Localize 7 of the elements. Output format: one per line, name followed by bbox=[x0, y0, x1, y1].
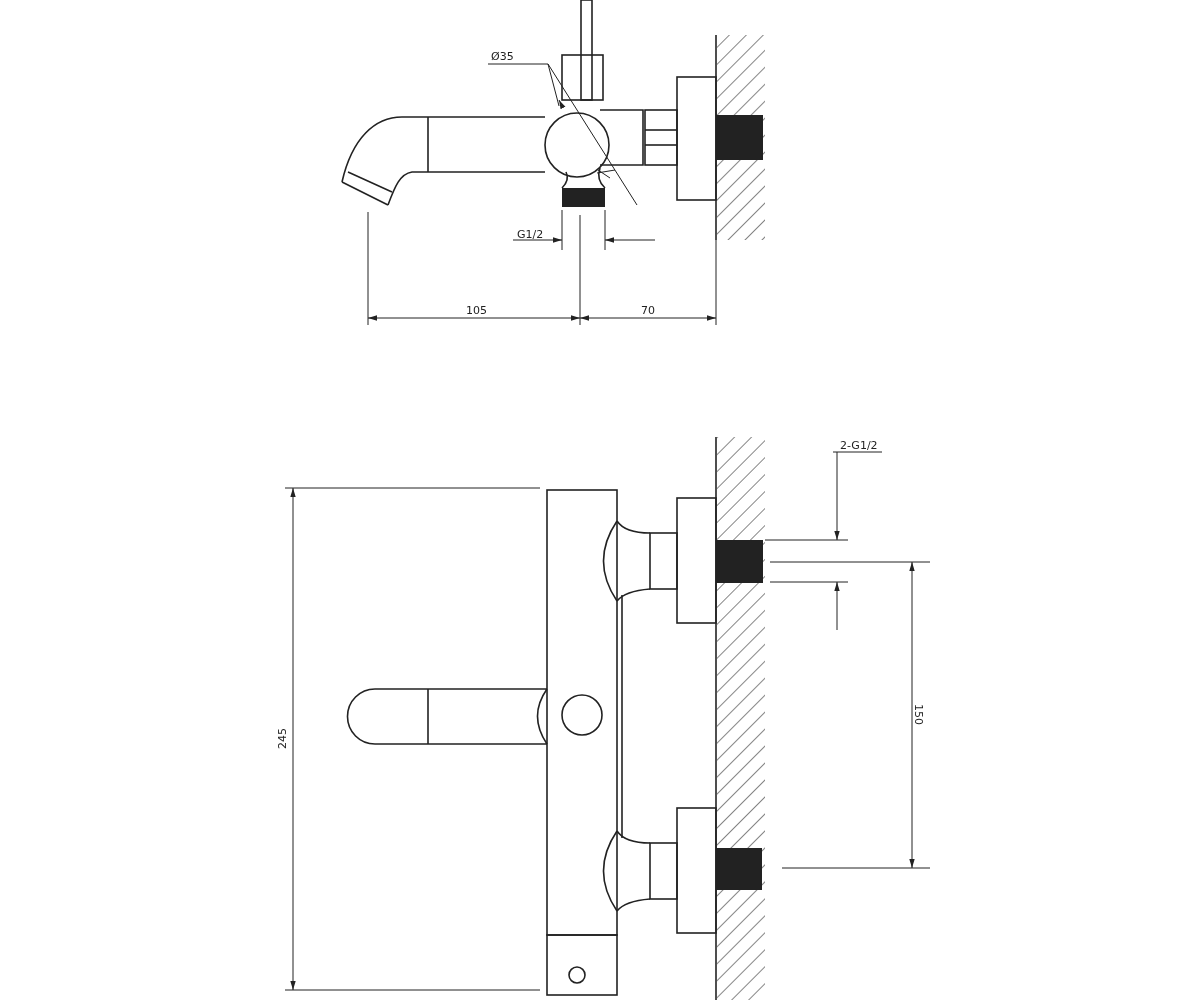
dimension-label: 105 bbox=[466, 304, 487, 317]
dimension-label: G1/2 bbox=[517, 228, 544, 241]
dimension-label: 70 bbox=[641, 304, 655, 317]
dimension-label: 150 bbox=[912, 704, 925, 725]
dimension-label: 245 bbox=[276, 728, 289, 749]
dimension-label: 2-G1/2 bbox=[840, 439, 878, 452]
dimension-label: Ø35 bbox=[491, 50, 514, 63]
